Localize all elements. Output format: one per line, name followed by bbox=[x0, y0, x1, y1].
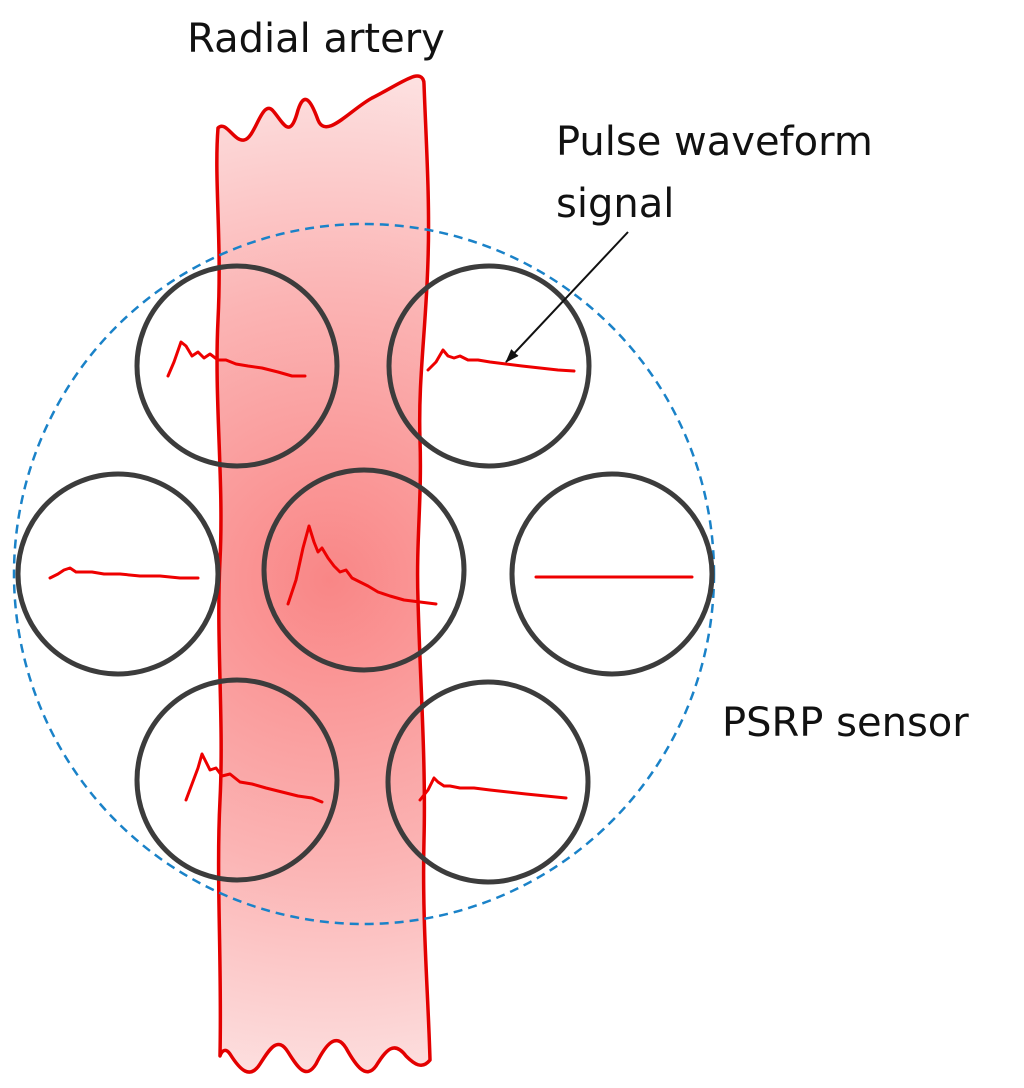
waveform-bottom-right bbox=[418, 776, 568, 802]
sensor-top-left bbox=[134, 263, 340, 469]
signal-label-line1: Pulse waveform bbox=[556, 119, 873, 165]
waveform-top-right bbox=[426, 348, 576, 373]
waveform-center bbox=[286, 524, 438, 606]
sensor-label: PSRP sensor bbox=[722, 700, 969, 746]
waveform-top-left bbox=[166, 340, 307, 378]
annotation-arrow bbox=[505, 231, 629, 363]
sensor-bottom-left bbox=[134, 677, 340, 883]
waveforms bbox=[48, 340, 694, 804]
sensor-center bbox=[261, 467, 467, 673]
waveform-bottom-left bbox=[184, 752, 324, 804]
radial-artery bbox=[215, 74, 432, 1074]
signal-label-line2: signal bbox=[556, 181, 674, 227]
sensor-middle-right bbox=[509, 471, 715, 677]
sensor-middle-left bbox=[15, 471, 221, 677]
sensor-elements bbox=[15, 263, 715, 885]
sensor-top-right bbox=[386, 263, 592, 469]
sensor-bottom-right bbox=[385, 679, 591, 885]
artery-label: Radial artery bbox=[187, 16, 445, 62]
waveform-middle-left bbox=[48, 566, 200, 580]
